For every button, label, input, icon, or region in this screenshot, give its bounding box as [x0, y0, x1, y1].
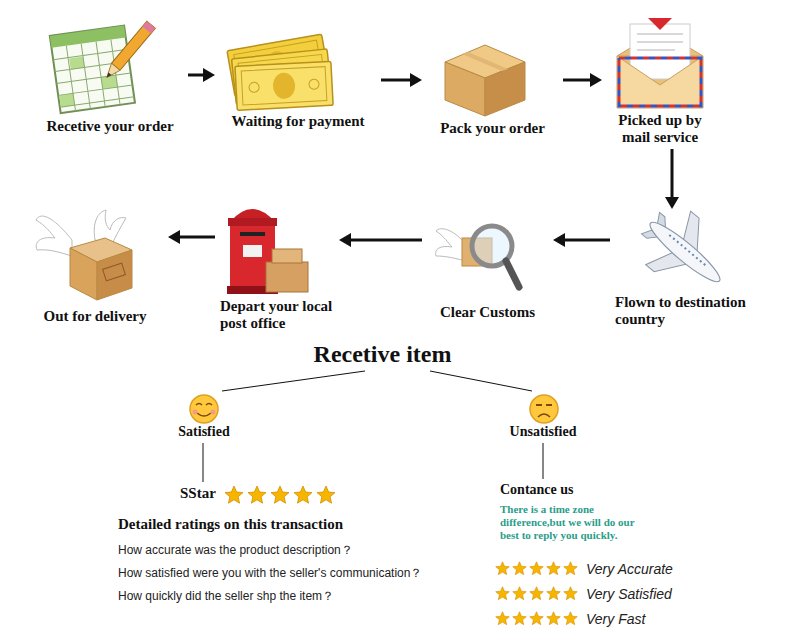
happy-face — [190, 395, 218, 423]
money-icon — [227, 34, 333, 110]
flow-arrow — [339, 233, 422, 247]
node-label: SStar — [180, 485, 216, 502]
contact-node: Contance us — [498, 482, 576, 498]
connector-line — [671, 149, 674, 199]
step-node: Pack your order — [425, 40, 560, 137]
node-label: Recetive item — [292, 340, 473, 368]
step-node: Recetive your order — [35, 12, 185, 135]
star-rating — [225, 486, 335, 503]
node-label: Contance us — [500, 482, 574, 498]
flow-arrow — [188, 68, 215, 82]
node-label: Flown to destination country — [615, 294, 773, 328]
node-label: Out for delivery — [27, 308, 163, 325]
rating-question: How quickly did the seller shp the item？ — [118, 589, 334, 604]
connector-line — [543, 443, 544, 479]
delivery-box-icon — [36, 210, 132, 300]
mood-node: Unsatisfied — [494, 394, 592, 440]
branch-line — [203, 443, 204, 482]
receive-heading: Recetive item — [290, 340, 475, 368]
arrow-head — [590, 73, 602, 87]
node-label: Recetive your order — [37, 118, 183, 135]
rating-answer: Very Accurate — [586, 561, 673, 577]
connector-line — [222, 371, 365, 391]
branch-line — [430, 371, 532, 391]
arrow-head — [410, 73, 422, 87]
arrow-head — [339, 233, 351, 247]
connector-line — [188, 74, 205, 77]
step-node: Clear Customs — [425, 215, 550, 321]
node-label: Depart your local post office — [220, 298, 334, 332]
star-rating — [496, 562, 578, 575]
post-box-icon — [227, 209, 308, 294]
arrow-head — [553, 233, 565, 247]
node-label: Unsatisfied — [496, 424, 590, 440]
rating-answer: Very Fast — [586, 611, 645, 627]
connector-line — [563, 79, 592, 82]
section-heading: Detailed ratings on this transaction — [118, 515, 343, 533]
step-node: Depart your local post office — [218, 198, 336, 332]
node-label: Clear Customs — [427, 304, 548, 321]
step-node: Waiting for payment — [218, 35, 378, 130]
flow-arrow — [553, 233, 610, 247]
step-node: Flown to destination country — [613, 212, 775, 328]
arrow-head — [665, 197, 679, 209]
arrow-head — [203, 68, 215, 82]
parcel-icon — [445, 45, 525, 116]
branch-line — [222, 371, 365, 391]
connector-line — [430, 371, 532, 391]
connector-line — [178, 236, 215, 239]
rating-question: How satisfied were you with the seller's… — [118, 566, 422, 581]
customs-icon — [436, 226, 519, 287]
rating-answer: Very Satisfied — [586, 586, 672, 602]
arrow-head — [168, 230, 180, 244]
step-node: Picked up by mail service — [605, 20, 715, 146]
connector-line — [381, 79, 412, 82]
node-label: Pack your order — [427, 120, 558, 137]
star-rating — [496, 587, 578, 600]
connector-line — [349, 239, 422, 242]
branch-line — [543, 443, 544, 479]
envelope-icon — [617, 18, 703, 108]
mood-node: Satisfied — [166, 394, 242, 440]
unhappy-face — [530, 395, 558, 423]
flow-arrow — [563, 73, 602, 87]
node-label: Waiting for payment — [220, 113, 376, 130]
step-node: Out for delivery — [25, 205, 165, 325]
node-label: Picked up by mail service — [607, 112, 713, 146]
rating-node: SStar — [178, 485, 218, 502]
flow-arrow — [665, 149, 679, 209]
connector-line — [563, 239, 610, 242]
rating-question: How accurate was the product description… — [118, 543, 353, 558]
connector-line — [203, 443, 204, 482]
contact-note: There is a time zone difference,but we w… — [500, 503, 655, 542]
flow-arrow — [381, 73, 422, 87]
airplane-icon — [628, 196, 742, 307]
star-rating — [496, 612, 578, 625]
flow-arrow — [168, 230, 215, 244]
node-label: Satisfied — [168, 424, 240, 440]
order-sheet-icon — [50, 21, 155, 113]
